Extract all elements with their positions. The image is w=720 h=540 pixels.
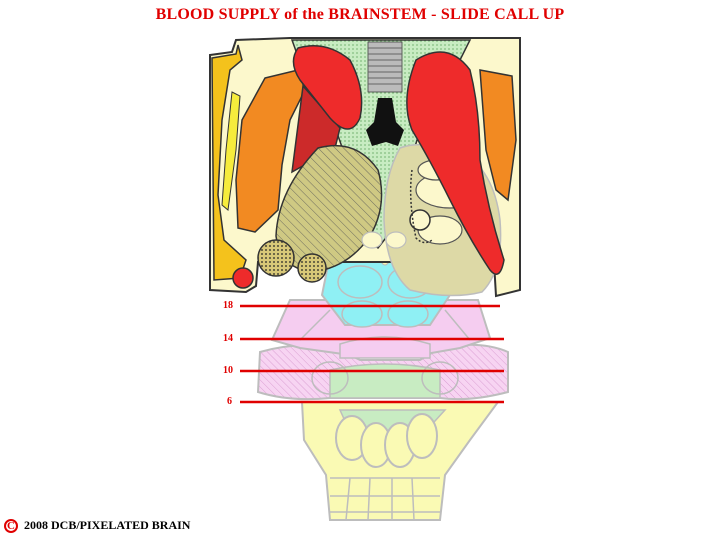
copyright-icon: C: [4, 518, 18, 533]
copyright-text: 2008 DCB/PIXELATED BRAIN: [24, 518, 191, 532]
level-label-10[interactable]: 10: [223, 365, 233, 376]
midbrain-section: [209, 37, 521, 298]
medulla-region: [300, 401, 500, 521]
slide-title: BLOOD SUPPLY of the BRAINSTEM - SLIDE CA…: [155, 6, 565, 23]
level-label-14[interactable]: 14: [223, 333, 233, 344]
level-label-6[interactable]: 6: [227, 396, 232, 407]
copyright-notice: C 2008 DCB/PIXELATED BRAIN: [4, 518, 190, 533]
level-label-18[interactable]: 18: [223, 300, 233, 311]
slice-level-lines: [240, 304, 504, 404]
